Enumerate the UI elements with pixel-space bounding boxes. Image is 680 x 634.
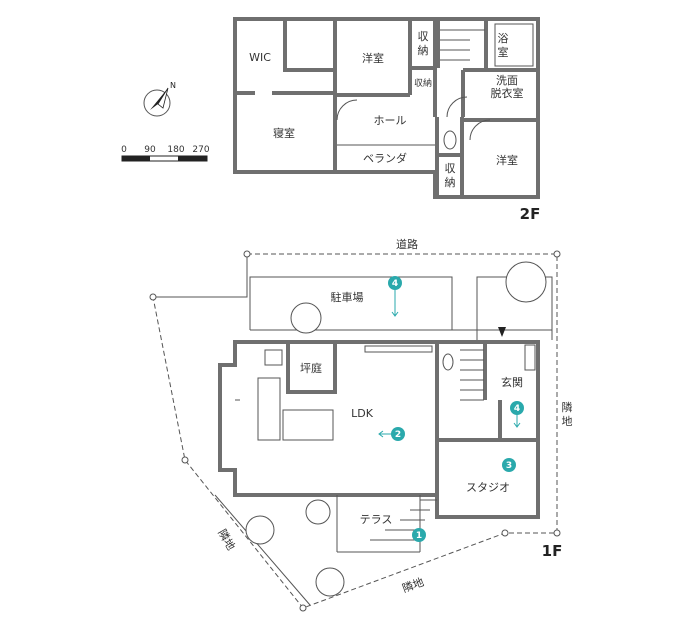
scale-tick: 270 bbox=[192, 145, 209, 155]
room-studio: スタジオ bbox=[466, 481, 510, 494]
room-terrace: テラス bbox=[360, 513, 393, 526]
room-bath: 浴 bbox=[498, 32, 509, 45]
room-courtyard: 坪庭 bbox=[300, 361, 322, 375]
room-western-2: 洋室 bbox=[496, 153, 518, 167]
floor-1-plan: 道路 駐車場 坪庭 LDK 玄関 スタジオ テラス 隣 地 隣地 隣地 1F bbox=[149, 237, 573, 612]
marker-3: 3 bbox=[506, 461, 512, 471]
tree-icon bbox=[505, 261, 547, 303]
scale-tick: 180 bbox=[167, 145, 184, 155]
entrance-marker-icon bbox=[498, 327, 506, 337]
floor-2-plan: WIC 寝室 洋室 収 納 収納 浴 室 洗面 脱衣室 ホール ベランダ 収 納… bbox=[233, 17, 541, 223]
room-ldk: LDK bbox=[351, 407, 374, 420]
marker-4: 4 bbox=[392, 279, 398, 289]
room-washroom-b: 脱衣室 bbox=[491, 86, 524, 100]
tree-icon bbox=[305, 499, 331, 525]
marker-2: 2 bbox=[395, 430, 401, 440]
scale-tick: 90 bbox=[144, 145, 156, 155]
scale-tick: 0 bbox=[121, 145, 127, 155]
room-storage-2: 収納 bbox=[414, 77, 432, 89]
room-veranda: ベランダ bbox=[363, 151, 407, 165]
marker-4b: 4 bbox=[514, 404, 520, 414]
room-entrance: 玄関 bbox=[501, 375, 523, 389]
room-western-1: 洋室 bbox=[362, 51, 384, 65]
neighbor-label-left: 隣地 bbox=[215, 526, 238, 552]
room-storage-3b: 納 bbox=[445, 176, 456, 189]
room-storage-1: 収 bbox=[418, 30, 429, 43]
room-storage-1b: 納 bbox=[418, 44, 429, 57]
room-hall: ホール bbox=[374, 114, 407, 127]
tree-icon bbox=[315, 567, 345, 597]
room-parking: 駐車場 bbox=[331, 290, 364, 304]
floor-label-2f: 2F bbox=[520, 205, 541, 223]
room-bedroom: 寝室 bbox=[273, 126, 295, 140]
road-label: 道路 bbox=[396, 237, 418, 251]
scale-bar: 0 90 180 270 bbox=[121, 145, 210, 162]
room-wic: WIC bbox=[249, 51, 271, 64]
floor-label-1f: 1F bbox=[542, 542, 563, 560]
neighbor-label-right: 隣 bbox=[562, 400, 573, 414]
neighbor-label-bottom: 隣地 bbox=[400, 575, 425, 596]
marker-1: 1 bbox=[416, 531, 422, 541]
compass-icon: N bbox=[143, 81, 176, 117]
neighbor-label-right-b: 地 bbox=[562, 415, 573, 428]
viewpoint-markers: 4 2 3 4 1 bbox=[378, 276, 524, 542]
compass-north: N bbox=[170, 81, 176, 90]
tree-icon bbox=[290, 302, 322, 334]
tree-icon bbox=[245, 515, 275, 545]
room-storage-3: 収 bbox=[445, 162, 456, 175]
room-bath-b: 室 bbox=[498, 45, 509, 59]
room-washroom: 洗面 bbox=[496, 74, 518, 87]
